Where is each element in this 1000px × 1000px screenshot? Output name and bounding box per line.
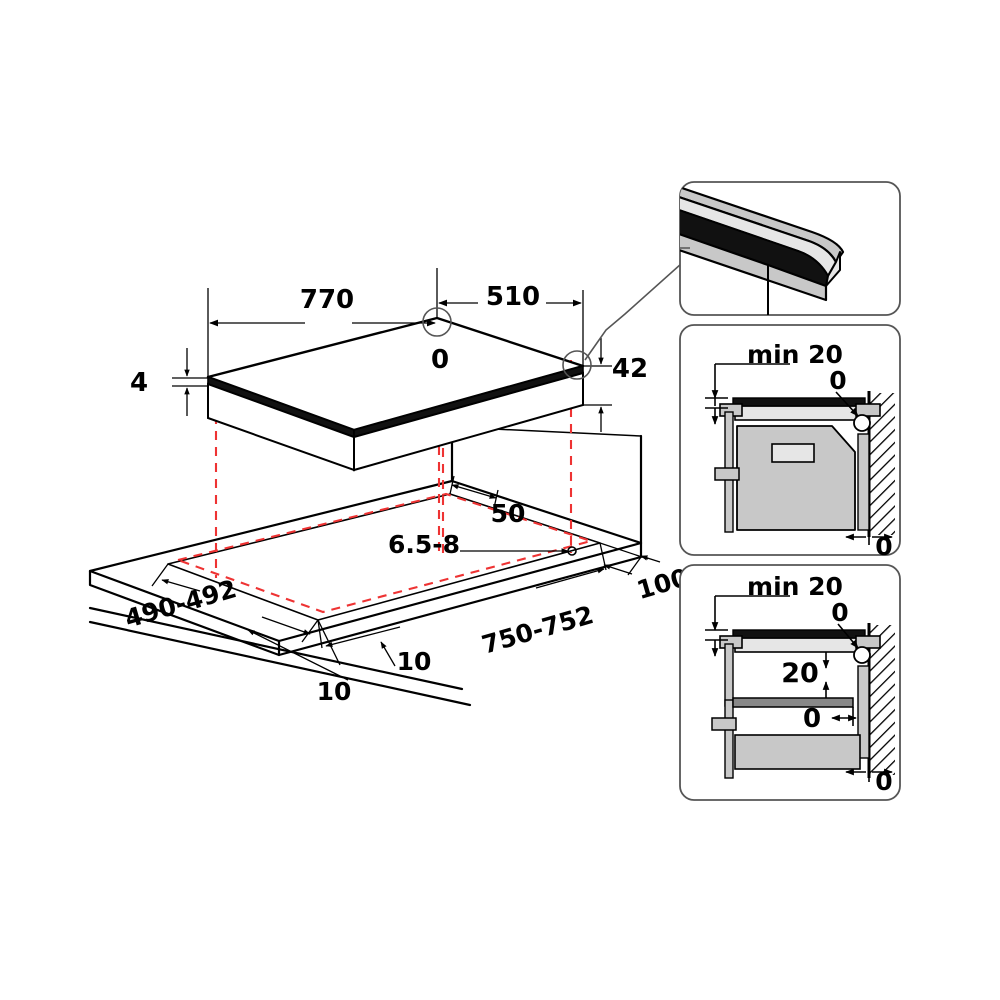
dim-750-seg1 bbox=[325, 626, 401, 648]
rim-cabinet-lines bbox=[680, 249, 769, 315]
label-zero-wall-oven: 0 bbox=[875, 532, 892, 561]
ext-490-a bbox=[151, 563, 169, 587]
label-worktop-thickness: 10 bbox=[397, 647, 432, 676]
dim-750-seg2 bbox=[535, 568, 605, 589]
label-edge-offset: 10 bbox=[317, 677, 352, 706]
marker-circle-centre bbox=[422, 307, 452, 337]
cutout-projected-outline bbox=[174, 492, 595, 614]
label-glass-thickness: 4 bbox=[130, 368, 148, 398]
ext-100-b bbox=[627, 556, 642, 576]
dim-zero-wall-b bbox=[845, 530, 893, 545]
dim-490-seg1 bbox=[161, 579, 201, 592]
cutout-dimension-lines bbox=[151, 475, 661, 681]
panel-oven-section: min 20 0 0 bbox=[679, 324, 901, 561]
dim-zero-offset-c bbox=[831, 707, 857, 726]
connection-marker-c bbox=[853, 646, 871, 664]
oven-handle-b bbox=[714, 467, 740, 481]
label-centre-zero: 0 bbox=[431, 345, 449, 375]
separator-shelf-c bbox=[732, 697, 854, 708]
label-zero-wall-drawer: 0 bbox=[875, 767, 892, 796]
hob-glass-c bbox=[732, 629, 866, 639]
panel-corner-detail bbox=[679, 181, 901, 316]
worktop-slab-b bbox=[734, 405, 866, 421]
reference-point-markers bbox=[422, 307, 592, 380]
dim-10b-line bbox=[247, 629, 349, 681]
label-zero-top-oven: 0 bbox=[829, 366, 846, 395]
bracket-right-c bbox=[855, 635, 881, 649]
hob-dimension-lines bbox=[172, 268, 612, 432]
label-rear-clearance: 50 bbox=[491, 499, 526, 528]
label-zero-top-drawer: 0 bbox=[831, 598, 848, 627]
label-hob-width: 770 bbox=[300, 285, 354, 315]
label-min20-oven: min 20 bbox=[747, 340, 843, 369]
leader-to-corner-detail bbox=[584, 246, 701, 361]
dim-100-seg1 bbox=[603, 564, 633, 575]
dim-min20-b bbox=[705, 363, 790, 425]
marker-circle-corner bbox=[562, 350, 592, 380]
ext-100-a bbox=[599, 542, 649, 560]
cabinet-front-edge-top bbox=[88, 606, 464, 691]
panel-a-content bbox=[680, 184, 845, 315]
label-min20-drawer: min 20 bbox=[747, 572, 843, 601]
dim-10a-line bbox=[380, 641, 396, 667]
ext-750-a bbox=[317, 619, 323, 649]
oven-body-b bbox=[736, 425, 856, 531]
hob-glass-b bbox=[732, 397, 866, 407]
drawer-box-c bbox=[734, 734, 861, 770]
panel-b-content bbox=[705, 363, 895, 545]
label-shelf-offset: 0 bbox=[803, 704, 821, 734]
ext-50-b bbox=[493, 489, 499, 509]
dim-100-seg2 bbox=[640, 555, 661, 563]
ext-10a bbox=[317, 619, 341, 666]
label-shelf-clearance: 20 bbox=[781, 658, 819, 689]
worktop-front-face bbox=[88, 569, 281, 657]
cabinet-side-right-b bbox=[857, 433, 870, 531]
dim-50-line bbox=[451, 484, 497, 499]
panel-c-content bbox=[705, 595, 895, 782]
cabinet-side-lower-c bbox=[724, 699, 734, 779]
leader-zero-b bbox=[835, 391, 859, 417]
bracket-right-b bbox=[855, 403, 881, 417]
cabinet-side-upper-c bbox=[724, 643, 734, 707]
drawer-handle-c bbox=[711, 717, 737, 731]
worktop-slab-c bbox=[734, 637, 866, 653]
oven-control-panel-b bbox=[771, 443, 815, 463]
rim-glass-edge bbox=[680, 231, 828, 302]
rim-corner-cap bbox=[825, 251, 841, 287]
hob-side-right bbox=[353, 371, 584, 472]
label-corner-radius: 6.5-8 bbox=[388, 530, 460, 559]
corner-radius-marker bbox=[567, 546, 577, 556]
dim-zero-wall-c bbox=[845, 758, 893, 782]
label-hob-depth-offset: 510 bbox=[486, 282, 540, 312]
connection-marker-b bbox=[853, 414, 871, 432]
leader-zero-c bbox=[837, 623, 859, 649]
label-total-height: 42 bbox=[612, 354, 648, 384]
cabinet-front-edge-bottom bbox=[88, 620, 472, 707]
panel-drawer-section: min 20 0 20 0 0 bbox=[679, 564, 901, 801]
wall-hatching-c bbox=[869, 625, 895, 775]
dim-min20-c bbox=[705, 595, 790, 657]
hob-appliance bbox=[206, 316, 585, 472]
dim-490-seg2 bbox=[261, 616, 311, 635]
cabinet-side-right-c bbox=[857, 665, 870, 759]
